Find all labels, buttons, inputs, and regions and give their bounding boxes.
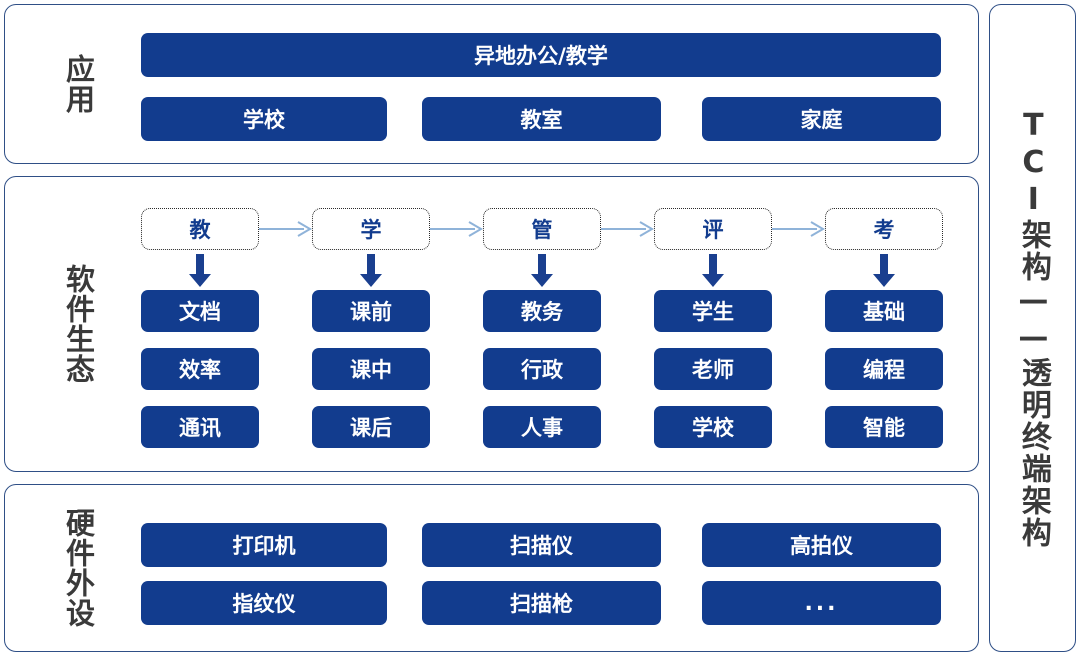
hardware-peripherals-panel: 硬件外设 打印机 扫描仪 高拍仪 指纹仪 扫描枪 ... <box>4 484 979 652</box>
software-item[interactable]: 学生 <box>654 290 772 332</box>
sidebar-title-text: TCI架构——透明终端架构 <box>1015 107 1051 549</box>
application-item-home[interactable]: 家庭 <box>702 97 941 141</box>
flow-arrow-down-icon <box>702 254 724 287</box>
flow-arrow-right-icon <box>772 221 825 237</box>
software-item[interactable]: 行政 <box>483 348 601 390</box>
software-item[interactable]: 基础 <box>825 290 943 332</box>
hardware-item-scanner[interactable]: 扫描仪 <box>422 523 661 567</box>
software-item[interactable]: 通讯 <box>141 406 259 448</box>
hardware-item-barcode-scanner[interactable]: 扫描枪 <box>422 581 661 625</box>
software-item[interactable]: 效率 <box>141 348 259 390</box>
software-item[interactable]: 学校 <box>654 406 772 448</box>
software-item[interactable]: 教务 <box>483 290 601 332</box>
application-section-label: 应用 <box>61 54 96 114</box>
flow-box-exam[interactable]: 考 <box>825 208 943 250</box>
application-item-school[interactable]: 学校 <box>141 97 387 141</box>
software-item[interactable]: 课中 <box>312 348 430 390</box>
flow-arrow-down-icon <box>873 254 895 287</box>
hardware-item-printer[interactable]: 打印机 <box>141 523 387 567</box>
flow-box-evaluate[interactable]: 评 <box>654 208 772 250</box>
flow-arrow-down-icon <box>531 254 553 287</box>
flow-arrow-right-icon <box>601 221 654 237</box>
software-item[interactable]: 编程 <box>825 348 943 390</box>
flow-box-learn[interactable]: 学 <box>312 208 430 250</box>
flow-box-manage[interactable]: 管 <box>483 208 601 250</box>
software-item[interactable]: 智能 <box>825 406 943 448</box>
software-item[interactable]: 人事 <box>483 406 601 448</box>
hardware-item-fingerprint[interactable]: 指纹仪 <box>141 581 387 625</box>
software-ecosystem-panel: 软件生态 教 学 管 评 考 <box>4 176 979 472</box>
flow-arrow-right-icon <box>430 221 483 237</box>
hardware-item-more[interactable]: ... <box>702 581 941 625</box>
application-item-classroom[interactable]: 教室 <box>422 97 661 141</box>
software-item[interactable]: 文档 <box>141 290 259 332</box>
flow-arrow-down-icon <box>360 254 382 287</box>
application-panel: 应用 异地办公/教学 学校 教室 家庭 <box>4 4 979 164</box>
sidebar-title-bar: TCI架构——透明终端架构 <box>989 4 1076 652</box>
application-wide-item[interactable]: 异地办公/教学 <box>141 33 941 77</box>
hardware-item-document-camera[interactable]: 高拍仪 <box>702 523 941 567</box>
software-item[interactable]: 课前 <box>312 290 430 332</box>
software-item[interactable]: 老师 <box>654 348 772 390</box>
software-section-label: 软件生态 <box>61 264 96 384</box>
flow-box-teach[interactable]: 教 <box>141 208 259 250</box>
hardware-section-label: 硬件外设 <box>61 508 96 628</box>
flow-arrow-down-icon <box>189 254 211 287</box>
software-item[interactable]: 课后 <box>312 406 430 448</box>
flow-arrow-right-icon <box>259 221 312 237</box>
